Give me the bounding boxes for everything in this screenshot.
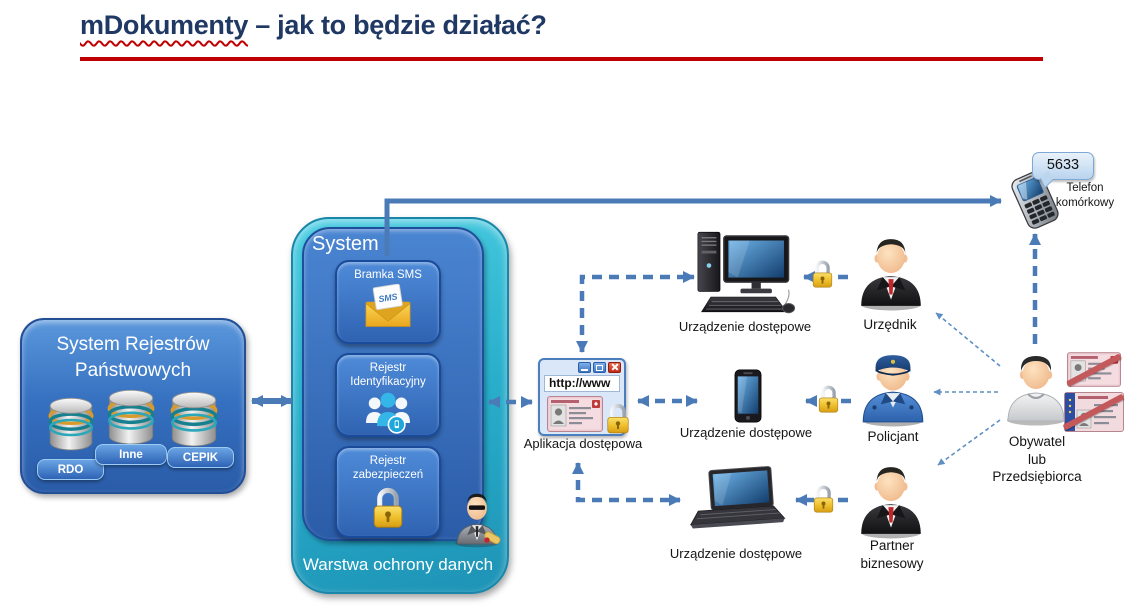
policeman-avatar (862, 355, 924, 427)
system-title: System (312, 233, 379, 255)
mobile-phone-label: Telefon komórkowy (1055, 182, 1115, 209)
module-rejestr-zabezpieczen-label: Rejestr zabezpieczeń (352, 455, 424, 482)
browser-titlebar (540, 360, 624, 374)
access-application-label: Aplikacja dostępowa (523, 436, 643, 451)
official-label: Urzędnik (863, 317, 917, 332)
padlock-icon-official (810, 258, 835, 289)
padlock-icon-partner (811, 483, 836, 514)
svg-text:SMS: SMS (378, 292, 399, 305)
device-smartphone-label: Urządzenie dostępowe (679, 425, 813, 440)
module-rejestr-zabezpieczen: Rejestr zabezpieczeń (335, 446, 441, 538)
padlock-icon-policeman (816, 383, 841, 414)
security-padlock-icon (369, 484, 407, 530)
sms-number: 5633 (1046, 157, 1080, 173)
title-keyword: mDokumenty (80, 10, 249, 40)
registers-title: System Rejestrów Państwowych (56, 334, 210, 381)
title-rule (80, 57, 1043, 61)
device-desktop-label: Urządzenie dostępowe (678, 319, 812, 334)
crossed-id-card (1065, 352, 1123, 387)
crossed-driving-license (1062, 392, 1126, 432)
maximize-icon (593, 362, 606, 373)
desktop-computer-icon (697, 231, 796, 314)
module-rejestr-identyfikacyjny: Rejestr Identyfikacyjny (335, 353, 441, 437)
minimize-icon (578, 362, 591, 373)
browser-address-bar: http://www (544, 375, 620, 392)
module-bramka-sms: Bramka SMS SMS (335, 260, 441, 344)
official-avatar (856, 234, 926, 312)
data-protection-layer-label: Warstwa ochrony danych (302, 555, 494, 574)
module-rejestr-identyfikacyjny-label: Rejestr Identyfikacyjny (350, 362, 426, 389)
title-rest: – jak to będzie działać? (248, 10, 547, 40)
arrow-browser-laptop (575, 463, 680, 503)
sms-number-bubble: 5633 (1032, 152, 1094, 189)
sms-envelope-icon: SMS (365, 284, 411, 328)
identification-people-icon (366, 392, 410, 434)
citizen-label: Obywatel lub Przedsiębiorca (992, 434, 1082, 485)
smartphone-icon (734, 369, 762, 423)
database-icon-inne (105, 384, 157, 452)
database-label-cepik: CEPIK (167, 447, 234, 468)
close-icon (608, 362, 621, 373)
arrow-browser-desktop (579, 274, 694, 352)
laptop-icon (690, 466, 786, 529)
module-bramka-sms-label: Bramka SMS (354, 269, 422, 281)
database-label-rdo: RDO (37, 459, 104, 480)
business-partner-label: Partner biznesowy (860, 538, 924, 571)
database-icon-rdo (46, 392, 96, 458)
database-label-inne: Inne (95, 444, 167, 465)
device-laptop-label: Urządzenie dostępowe (669, 546, 803, 561)
policeman-label: Policjant (867, 429, 919, 444)
id-card-icon (546, 396, 604, 432)
data-protection-agent-icon (455, 493, 501, 548)
citizen-avatar (1007, 356, 1065, 426)
business-partner-avatar (856, 462, 926, 540)
mobile-phone-icon (1003, 165, 1068, 235)
database-icon-cepik (168, 386, 220, 454)
browser-padlock-icon (604, 401, 632, 435)
page-title: mDokumenty – jak to będzie działać? (80, 10, 547, 41)
